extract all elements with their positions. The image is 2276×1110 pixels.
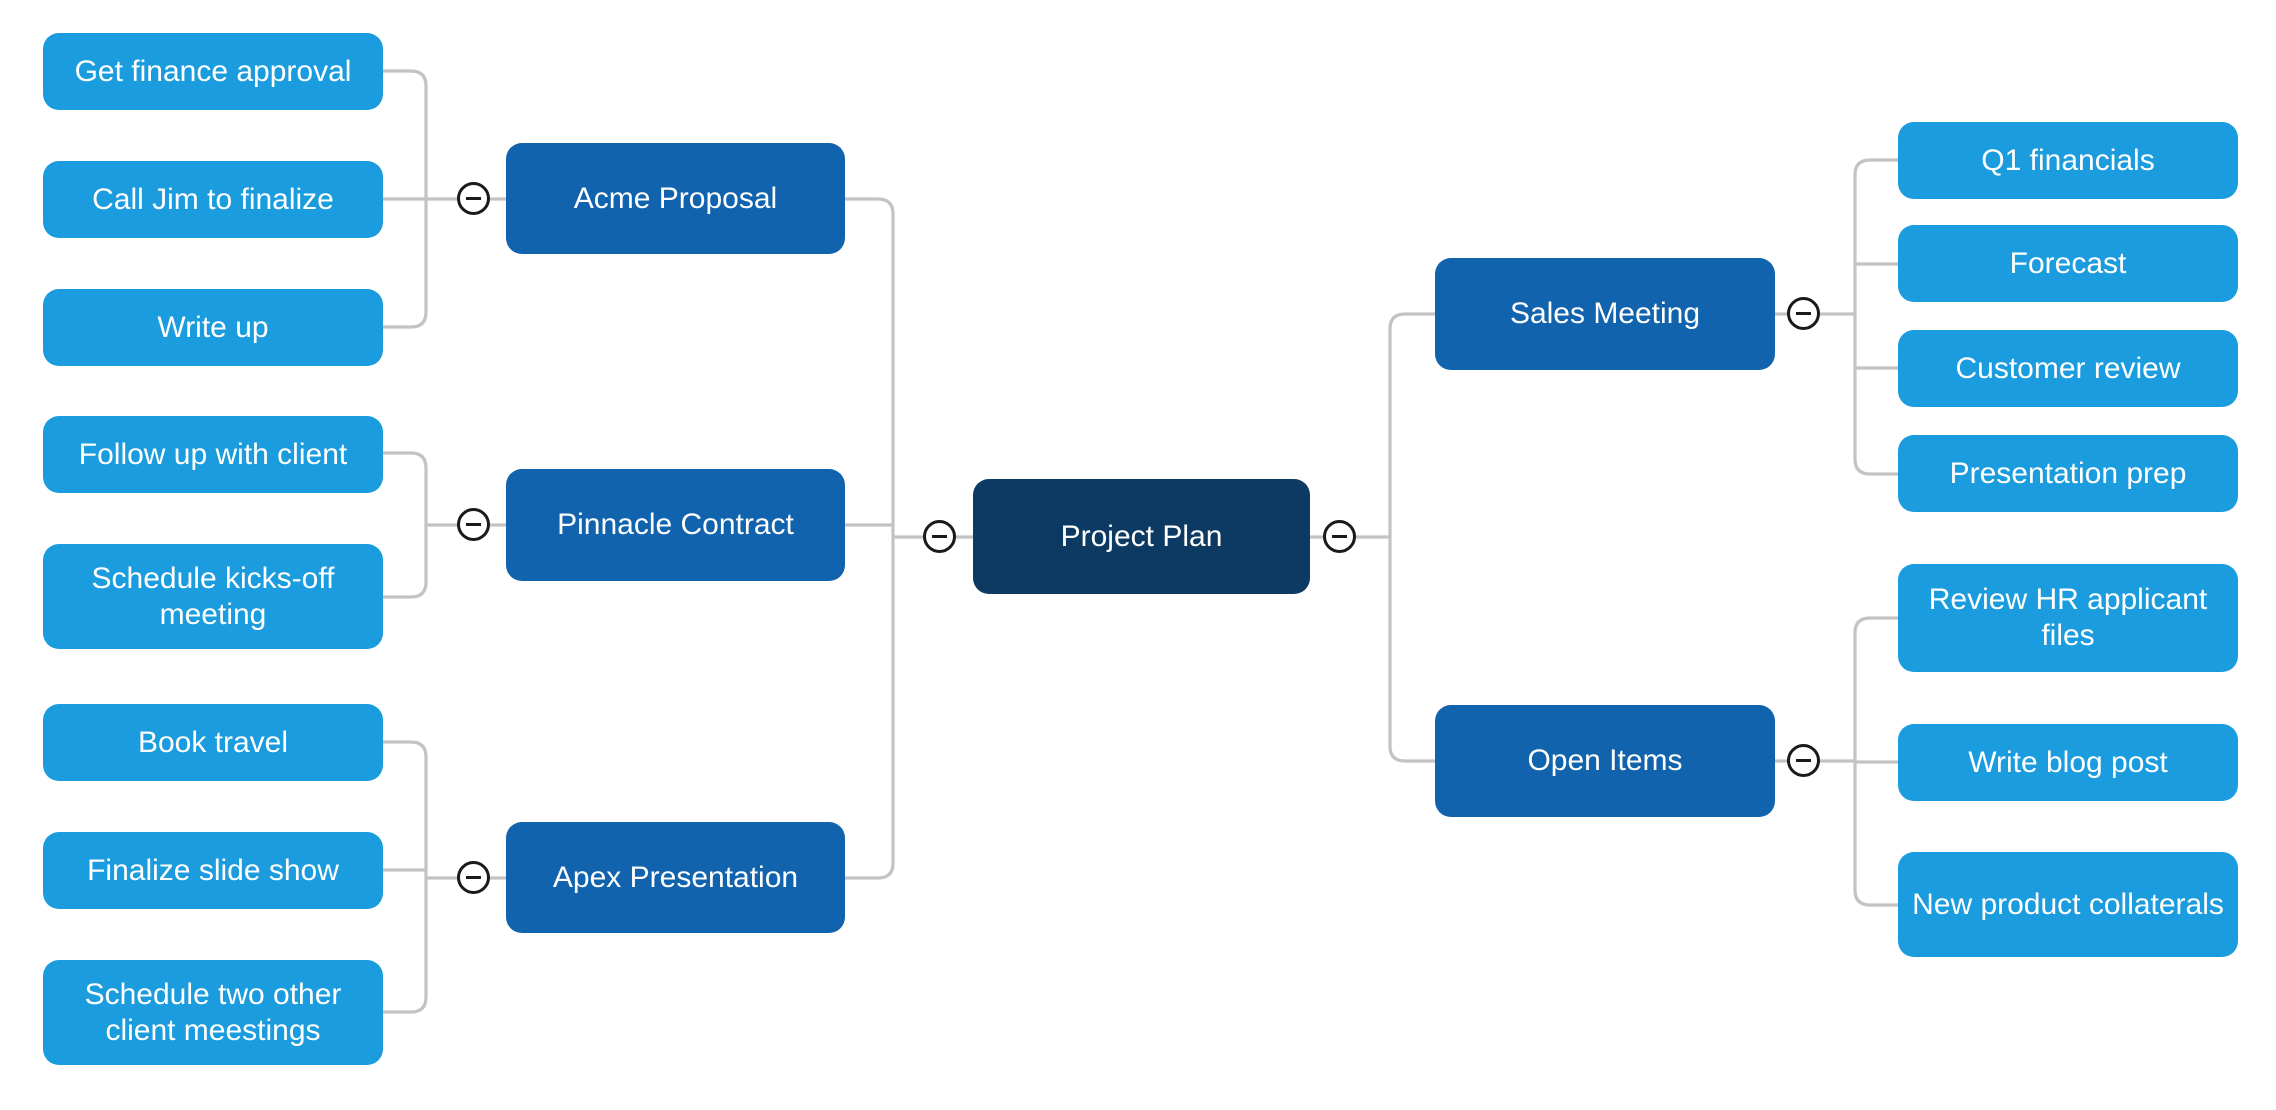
connector bbox=[383, 740, 428, 1014]
collapse-toggle-project-plan-left[interactable] bbox=[923, 520, 956, 553]
node-finalize-slide-show[interactable]: Finalize slide show bbox=[43, 832, 383, 909]
node-call-jim-to-finalize[interactable]: Call Jim to finalize bbox=[43, 161, 383, 238]
node-q1-financials[interactable]: Q1 financials bbox=[1898, 122, 2238, 199]
minus-icon bbox=[1796, 311, 1811, 316]
node-apex-presentation[interactable]: Apex Presentation bbox=[506, 822, 845, 933]
node-review-hr-applicant-files[interactable]: Review HR applicant files bbox=[1898, 564, 2238, 672]
node-schedule-two-other-client-meestings[interactable]: Schedule two other client meestings bbox=[43, 960, 383, 1065]
node-write-blog-post[interactable]: Write blog post bbox=[1898, 724, 2238, 801]
node-project-plan[interactable]: Project Plan bbox=[973, 479, 1310, 594]
minus-icon bbox=[466, 196, 481, 201]
node-presentation-prep[interactable]: Presentation prep bbox=[1898, 435, 2238, 512]
minus-icon bbox=[932, 534, 947, 539]
node-get-finance-approval[interactable]: Get finance approval bbox=[43, 33, 383, 110]
connector bbox=[845, 197, 895, 880]
minus-icon bbox=[466, 522, 481, 527]
connector bbox=[1388, 312, 1435, 763]
node-open-items[interactable]: Open Items bbox=[1435, 705, 1775, 817]
collapse-toggle-sales-meeting[interactable] bbox=[1787, 297, 1820, 330]
node-schedule-kicks-off-meeting[interactable]: Schedule kicks-off meeting bbox=[43, 544, 383, 649]
node-new-product-collaterals[interactable]: New product collaterals bbox=[1898, 852, 2238, 957]
node-pinnacle-contract[interactable]: Pinnacle Contract bbox=[506, 469, 845, 581]
node-sales-meeting[interactable]: Sales Meeting bbox=[1435, 258, 1775, 370]
collapse-toggle-open-items[interactable] bbox=[1787, 744, 1820, 777]
collapse-toggle-pinnacle-contract[interactable] bbox=[457, 508, 490, 541]
minus-icon bbox=[1332, 534, 1347, 539]
node-book-travel[interactable]: Book travel bbox=[43, 704, 383, 781]
collapse-toggle-apex-presentation[interactable] bbox=[457, 861, 490, 894]
node-forecast[interactable]: Forecast bbox=[1898, 225, 2238, 302]
collapse-toggle-acme-proposal[interactable] bbox=[457, 182, 490, 215]
node-write-up[interactable]: Write up bbox=[43, 289, 383, 366]
node-customer-review[interactable]: Customer review bbox=[1898, 330, 2238, 407]
minus-icon bbox=[466, 875, 481, 880]
connector bbox=[383, 451, 428, 599]
node-follow-up-with-client[interactable]: Follow up with client bbox=[43, 416, 383, 493]
collapse-toggle-project-plan-right[interactable] bbox=[1323, 520, 1356, 553]
node-acme-proposal[interactable]: Acme Proposal bbox=[506, 143, 845, 254]
connector bbox=[1853, 158, 1898, 476]
minus-icon bbox=[1796, 758, 1811, 763]
